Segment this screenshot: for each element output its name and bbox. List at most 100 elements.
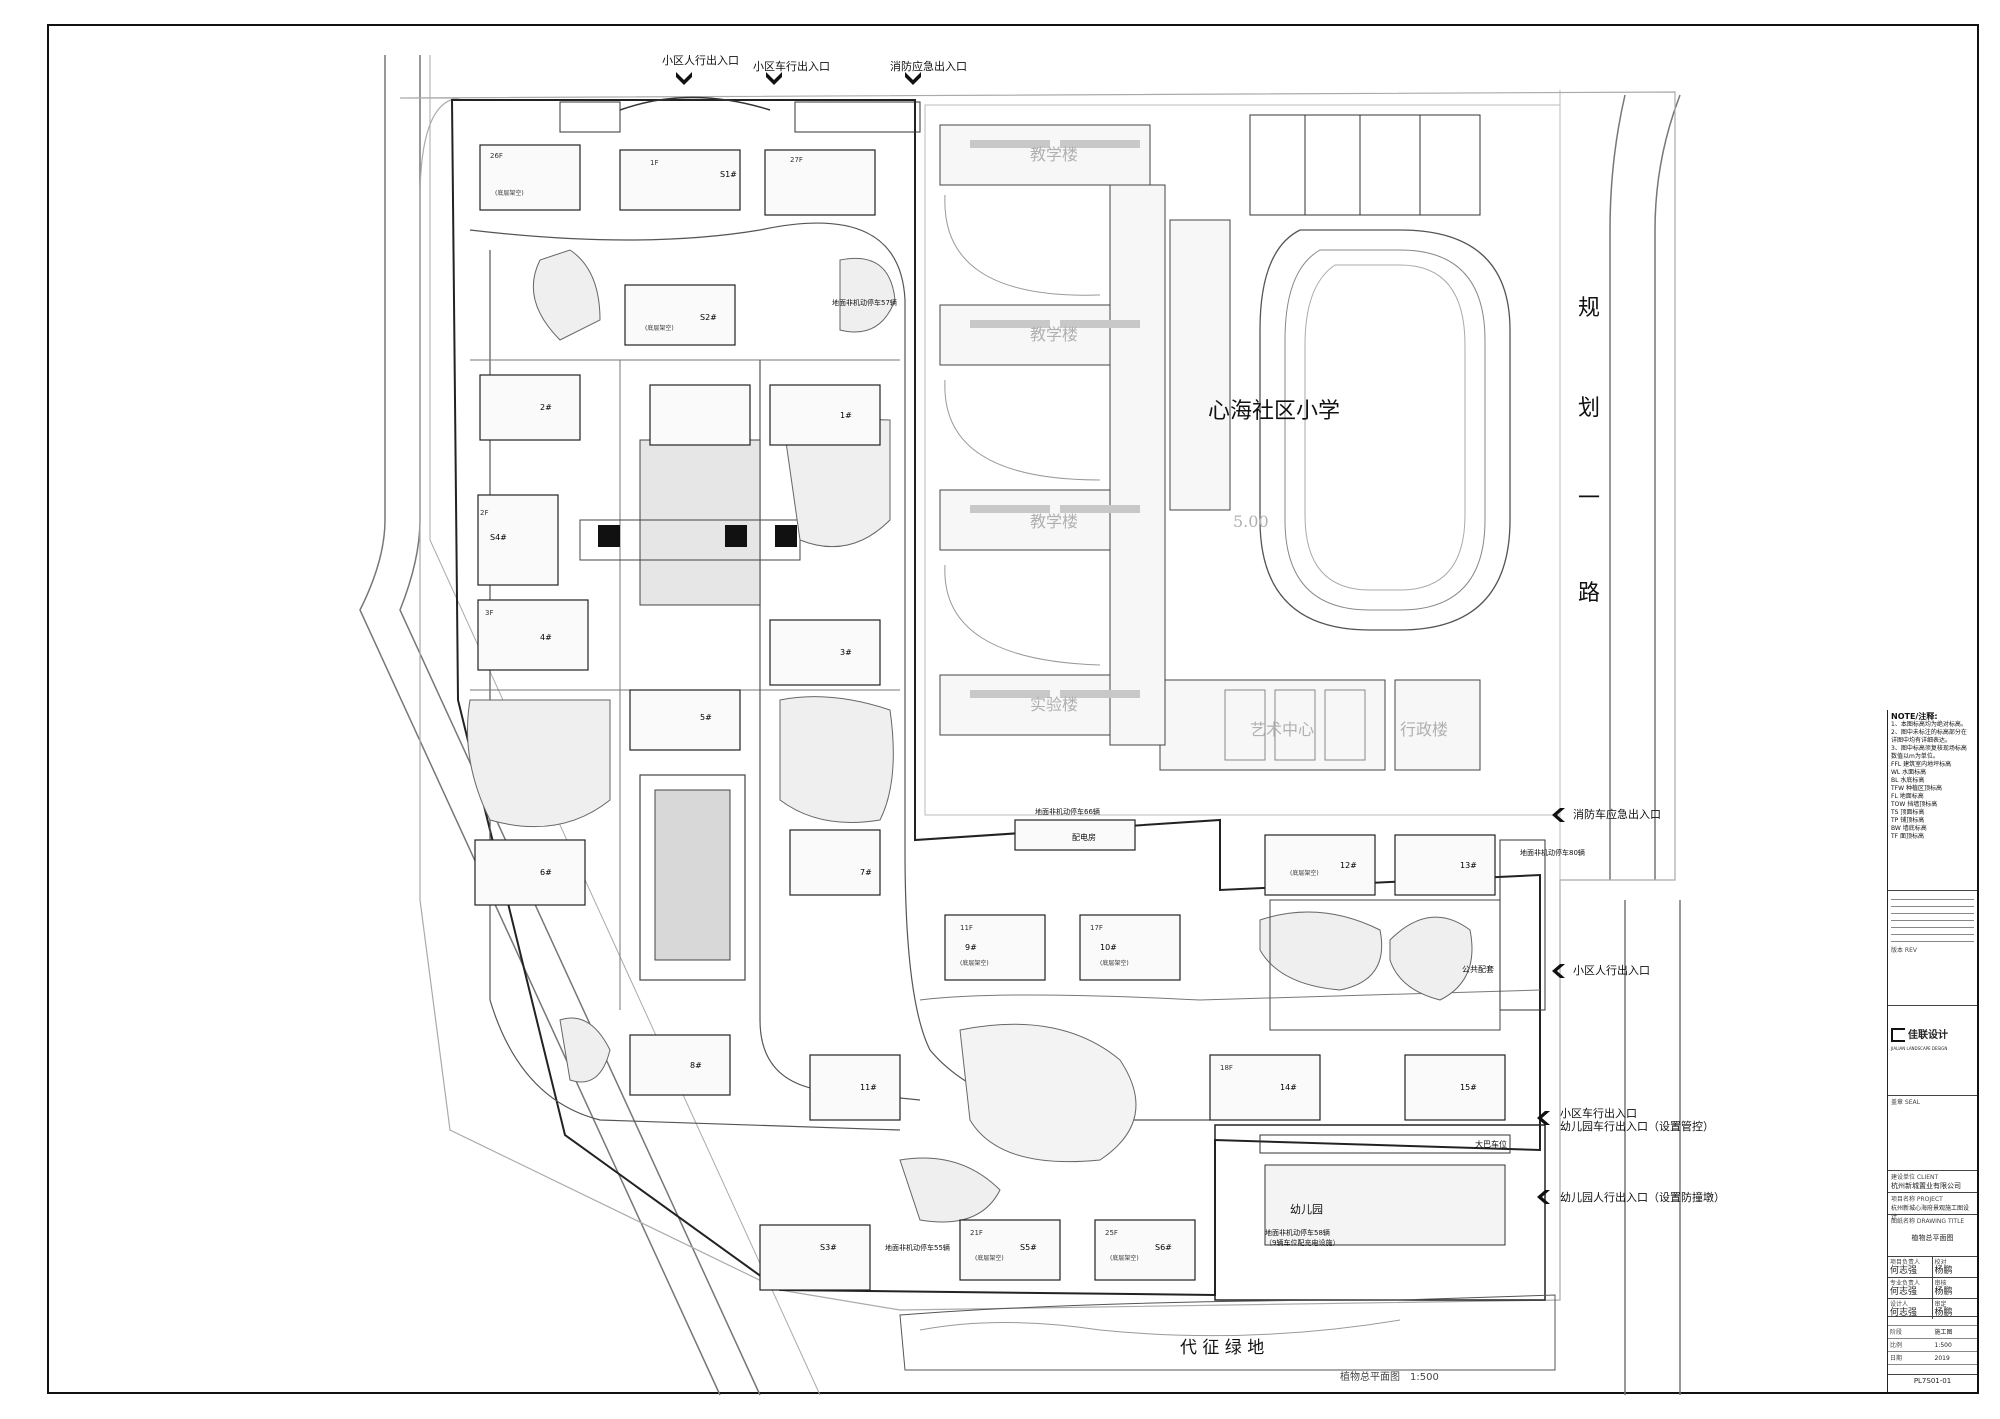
- north-car-entrance: 小区车行出入口: [753, 59, 830, 73]
- lawn-9: [899, 1157, 1001, 1223]
- floor-tag: 25F: [1105, 1229, 1118, 1237]
- parking-note-3: 地面非机动停车80辆: [1520, 848, 1585, 857]
- floor-tags: 26F 1F 27F 11F 17F 21F 25F 18F 2F 3F: [480, 152, 1233, 1237]
- project-value: 杭州新城心海府景观施工图设计: [1891, 1205, 1970, 1221]
- plinth-notes: (底层架空) (底层架空) (底层架空) (底层架空) (底层架空) (底层架空…: [495, 189, 1319, 1262]
- residential-buildings: [474, 144, 1506, 1291]
- notes-title: NOTE/注释:: [1891, 712, 1938, 721]
- school-elevation: 5.00: [1233, 512, 1269, 531]
- west-road-edge-1: [359, 55, 721, 1396]
- tower-labels: S1# S2# 1# 2# 3# 4# 5# 6# 7# 8# 9# 10# 1…: [490, 170, 1477, 1252]
- north-gate-house-2: [794, 101, 921, 133]
- company-logo-icon: [1891, 1028, 1905, 1042]
- east-fire-entrance: 消防车应急出入口: [1573, 807, 1661, 821]
- client-label: 建设单位 CLIENT: [1891, 1174, 1939, 1181]
- power-room-label: 配电房: [1072, 832, 1096, 842]
- lawn-1: [467, 699, 611, 828]
- plinth-note: (底层架空): [645, 324, 674, 332]
- meta-key: 阶段: [1890, 1328, 1903, 1336]
- floor-tag: 18F: [1220, 1064, 1233, 1072]
- kindergarten-label: 幼儿园: [1290, 1203, 1323, 1216]
- note-line: WL 水面标高: [1891, 769, 1927, 776]
- north-gate-house-1: [559, 101, 621, 133]
- sign-key: 审核: [1934, 1280, 1947, 1287]
- sign-key: 审定: [1934, 1301, 1947, 1308]
- admin-building: 行政楼: [1400, 720, 1448, 739]
- tower-label: 15#: [1460, 1083, 1477, 1092]
- note-line: 详图中均有详细表达。: [1891, 737, 1952, 744]
- plinth-note: (底层架空): [1110, 1254, 1139, 1262]
- school-area: [924, 104, 1561, 816]
- tower-label: 11#: [860, 1083, 877, 1092]
- tower-label: S1#: [720, 170, 737, 179]
- note-line: TFW 种植区顶标高: [1891, 785, 1942, 792]
- lab-building: 实验楼: [1030, 695, 1078, 714]
- drawing-frame: [47, 24, 1979, 1394]
- north-ped-entrance: 小区人行出入口: [662, 53, 739, 67]
- tower-label: 6#: [540, 868, 552, 877]
- project-row: 项目名称 PROJECT 杭州新城心海府景观施工图设计: [1888, 1192, 1977, 1221]
- sign-value: 何志强: [1890, 1266, 1918, 1276]
- sign-value: 杨鹏: [1934, 1308, 1953, 1318]
- lawn-5: [532, 249, 601, 341]
- tower-label: 2#: [540, 403, 552, 412]
- meta-value: 2019: [1934, 1354, 1950, 1362]
- tower-label: S3#: [820, 1243, 837, 1252]
- east-road-edge-2: [1654, 94, 1681, 880]
- plinth-note: (底层架空): [1100, 959, 1129, 967]
- teaching-building-2: 教学楼: [1030, 325, 1078, 344]
- tower-label: 10#: [1100, 943, 1117, 952]
- internal-road-7: [919, 989, 1541, 1001]
- note-line: TF 面顶标高: [1891, 833, 1925, 840]
- east-kindergarten-entrance: 幼儿园人行出入口（设置防撞墩）: [1560, 1190, 1725, 1204]
- floor-tag: 27F: [790, 156, 803, 164]
- central-plaza: [639, 439, 761, 606]
- seal-panel: 盖章 SEAL: [1888, 1095, 1977, 1170]
- bus-bay: [1259, 1134, 1511, 1154]
- tower-label: S4#: [490, 533, 507, 542]
- sign-value: 何志强: [1890, 1287, 1918, 1297]
- pool-courtyard: [654, 789, 731, 961]
- note-line: TOW 挡墙顶标高: [1891, 801, 1938, 808]
- company-panel: 佳联设计 JIALIAN LANDSCAPE DESIGN: [1888, 1005, 1977, 1095]
- east-road-edge-1: [1609, 94, 1626, 880]
- tower-label: S5#: [1020, 1243, 1037, 1252]
- note-line: TS 顶面标高: [1891, 809, 1925, 816]
- floor-tag: 3F: [485, 609, 493, 617]
- lawn-4: [959, 1023, 1137, 1163]
- revision-label: 版本 REV: [1891, 947, 1917, 954]
- parking-note-4: 地面非机动停车55辆: [885, 1243, 950, 1252]
- tower-label: S2#: [700, 313, 717, 322]
- south-green-belt: [899, 1294, 1556, 1371]
- plan-scale: 1:500: [1410, 1372, 1439, 1383]
- east-road-south: [1624, 900, 1681, 1395]
- sign-value: 杨鹏: [1934, 1266, 1953, 1276]
- drawing-number: PL7S01-01: [1888, 1374, 1977, 1392]
- sign-key: 设计人: [1890, 1301, 1909, 1308]
- note-line: TP 铺顶标高: [1891, 817, 1925, 824]
- west-road-edge-3: [429, 55, 821, 1396]
- east-ped-entrance: 小区人行出入口: [1573, 963, 1650, 977]
- client-row: 建设单位 CLIENT 杭州新城置业有限公司: [1888, 1170, 1977, 1192]
- east-car-entrance-2: 幼儿园车行出入口（设置管控）: [1560, 1119, 1714, 1133]
- title-block: NOTE/注释: 1、本图标高均为绝对标高。 2、图中未标注的标高部分在 详图中…: [1887, 710, 1977, 1392]
- residential-boundary: [450, 99, 1541, 1297]
- lawn-8: [1389, 916, 1473, 1001]
- road-char-4: 路: [1578, 581, 1600, 606]
- tower-label: 14#: [1280, 1083, 1297, 1092]
- note-line: BW 墙底标高: [1891, 825, 1927, 832]
- meta-value: 1:500: [1934, 1341, 1952, 1349]
- sign-value: 杨鹏: [1934, 1287, 1953, 1297]
- lawn-6: [839, 257, 896, 333]
- note-line: 3、图中标高须复核现场标高: [1891, 745, 1967, 752]
- site-outer-boundary: [399, 91, 1676, 1311]
- tower-label: 9#: [965, 943, 977, 952]
- sign-panel: 项目负责人何志强 校对杨鹏 专业负责人何志强 审核杨鹏 设计人何志强 审定杨鹏: [1888, 1256, 1977, 1319]
- floor-tag: 1F: [650, 159, 658, 167]
- plan-title: 植物总平面图: [1340, 1370, 1400, 1383]
- lawn-10: [559, 1017, 611, 1083]
- drawing-value: 植物总平面图: [1911, 1234, 1954, 1242]
- bus-stop-label: 大巴车位: [1475, 1139, 1507, 1149]
- tower-label: 1#: [840, 411, 852, 420]
